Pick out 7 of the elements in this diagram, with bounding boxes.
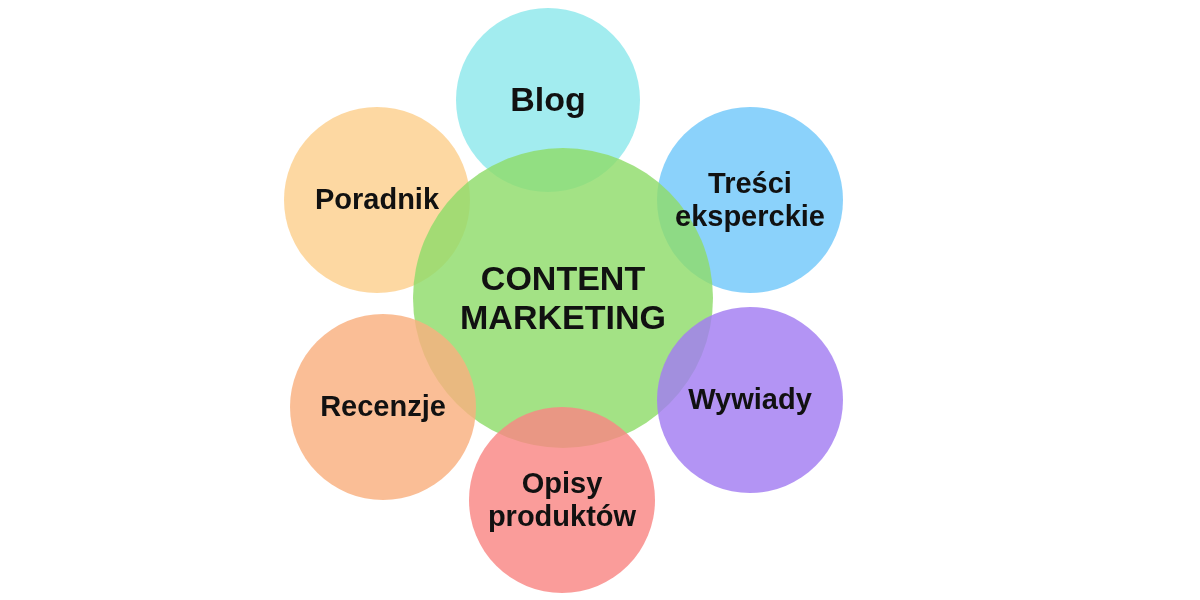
topic-label: Poradnik	[313, 183, 441, 217]
topic-label: Opisy produktów	[486, 466, 638, 534]
topic-label: Blog	[509, 80, 587, 120]
topic-label: Treści eksperckie	[674, 166, 826, 234]
central-topic-label: CONTENT MARKETING	[459, 258, 667, 338]
topic-label: Wywiady	[687, 383, 813, 417]
topic-label: Recenzje	[319, 390, 447, 424]
